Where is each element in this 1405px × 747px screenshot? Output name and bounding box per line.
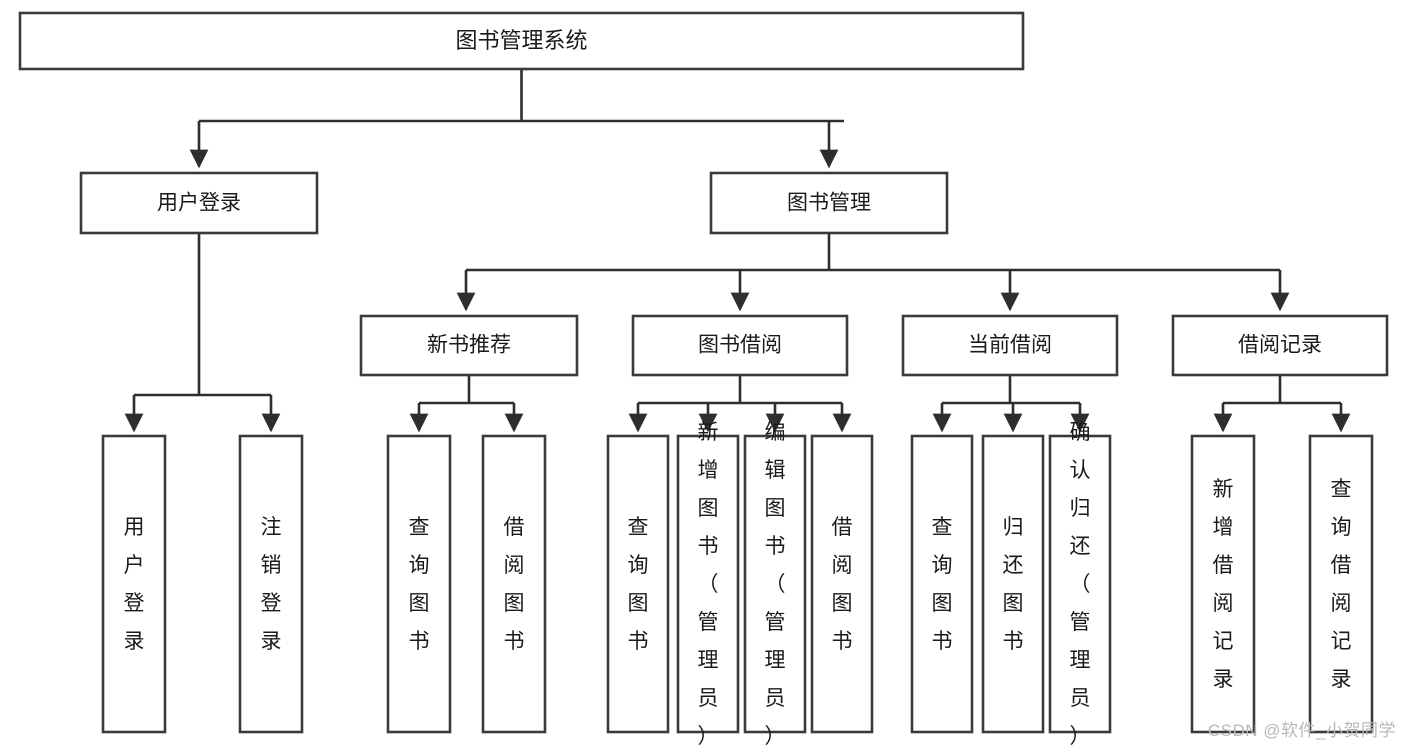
leaf-add-book-admin-box[interactable]	[676, 434, 740, 734]
node-current-borrow-box[interactable]	[901, 314, 1119, 377]
connectors-borrowrecord-to-leaves	[1213, 375, 1351, 433]
connectors-bookborrow-to-leaves	[628, 375, 852, 433]
leaf-query-borrow-record-label: 查询借阅记录	[1331, 478, 1352, 691]
leaf-edit-book-admin[interactable]: 编辑图书（管理员）	[743, 421, 807, 747]
leaf-add-borrow-record-label: 新增借阅记录	[1213, 478, 1234, 691]
leaf-query-book-1-box[interactable]	[386, 434, 452, 734]
leaf-borrow-book-2-label: 借阅图书	[832, 516, 853, 653]
node-current-borrow-label: 当前借阅	[968, 334, 1052, 357]
leaf-query-book-1-label: 查询图书	[409, 516, 430, 653]
leaf-borrow-book-2[interactable]: 借阅图书	[810, 434, 874, 734]
node-borrow-record-label: 借阅记录	[1238, 334, 1322, 357]
leaf-query-book-2-label: 查询图书	[628, 516, 649, 653]
leaf-logout[interactable]: 注销登录	[238, 434, 304, 734]
leaf-edit-book-admin-label: 编辑图书（管理员）	[765, 421, 786, 747]
node-new-book-recommend-box[interactable]	[359, 314, 579, 377]
node-new-book-recommend[interactable]: 新书推荐	[359, 314, 579, 377]
leaf-query-book-2-box[interactable]	[606, 434, 670, 734]
node-borrow-record-box[interactable]	[1171, 314, 1389, 377]
leaf-add-borrow-record-box[interactable]	[1190, 434, 1256, 734]
leaf-logout-box[interactable]	[238, 434, 304, 734]
leaf-return-book-box[interactable]	[981, 434, 1045, 734]
leaf-borrow-book-1-box[interactable]	[481, 434, 547, 734]
leaf-add-borrow-record[interactable]: 新增借阅记录	[1190, 434, 1256, 734]
node-book-borrow[interactable]: 图书借阅	[631, 314, 849, 377]
node-user-login[interactable]: 用户登录	[79, 171, 319, 235]
leaf-add-book-admin-label: 新增图书（管理员）	[698, 421, 719, 747]
leaf-add-book-admin[interactable]: 新增图书（管理员）	[676, 421, 740, 747]
leaf-query-book-3-box[interactable]	[910, 434, 974, 734]
node-user-login-label: 用户登录	[157, 192, 241, 215]
connectors-newbook-to-leaves	[409, 375, 524, 433]
leaf-query-borrow-record[interactable]: 查询借阅记录	[1308, 434, 1374, 734]
leaf-user-login-box[interactable]	[101, 434, 167, 734]
leaf-return-book-label: 归还图书	[1003, 516, 1024, 653]
connectors-currentborrow-to-leaves	[932, 375, 1090, 433]
leaf-return-book[interactable]: 归还图书	[981, 434, 1045, 734]
node-borrow-record[interactable]: 借阅记录	[1171, 314, 1389, 377]
node-root-box[interactable]	[18, 11, 1025, 71]
node-root[interactable]: 图书管理系统	[18, 11, 1025, 71]
node-book-borrow-box[interactable]	[631, 314, 849, 377]
leaf-borrow-book-1-label: 借阅图书	[504, 516, 525, 653]
connectors-bookmgmt-to-level3	[456, 233, 1290, 312]
node-new-book-recommend-label: 新书推荐	[427, 334, 511, 357]
node-current-borrow[interactable]: 当前借阅	[901, 314, 1119, 377]
leaf-query-book-3[interactable]: 查询图书	[910, 434, 974, 734]
leaf-confirm-return-admin-label: 确认归还（管理员）	[1070, 421, 1091, 747]
node-book-borrow-label: 图书借阅	[698, 334, 782, 357]
leaf-confirm-return-admin-box[interactable]	[1048, 434, 1112, 734]
leaf-user-login-label: 用户登录	[124, 516, 145, 653]
node-root-label: 图书管理系统	[455, 28, 587, 53]
connectors-root-to-level2	[189, 69, 844, 169]
leaf-user-login[interactable]: 用户登录	[101, 434, 167, 734]
node-book-management[interactable]: 图书管理	[709, 171, 949, 235]
node-book-management-box[interactable]	[709, 171, 949, 235]
leaf-query-borrow-record-box[interactable]	[1308, 434, 1374, 734]
leaf-query-book-3-label: 查询图书	[932, 516, 953, 653]
leaf-borrow-book-1[interactable]: 借阅图书	[481, 434, 547, 734]
leaf-logout-label: 注销登录	[261, 516, 282, 653]
leaf-query-book-1[interactable]: 查询图书	[386, 434, 452, 734]
node-user-login-box[interactable]	[79, 171, 319, 235]
node-book-management-label: 图书管理	[787, 192, 871, 215]
leaf-edit-book-admin-box[interactable]	[743, 434, 807, 734]
leaf-query-book-2[interactable]: 查询图书	[606, 434, 670, 734]
leaf-borrow-book-2-box[interactable]	[810, 434, 874, 734]
leaf-confirm-return-admin[interactable]: 确认归还（管理员）	[1048, 421, 1112, 747]
connectors-userlogin-to-leaves	[124, 233, 281, 433]
